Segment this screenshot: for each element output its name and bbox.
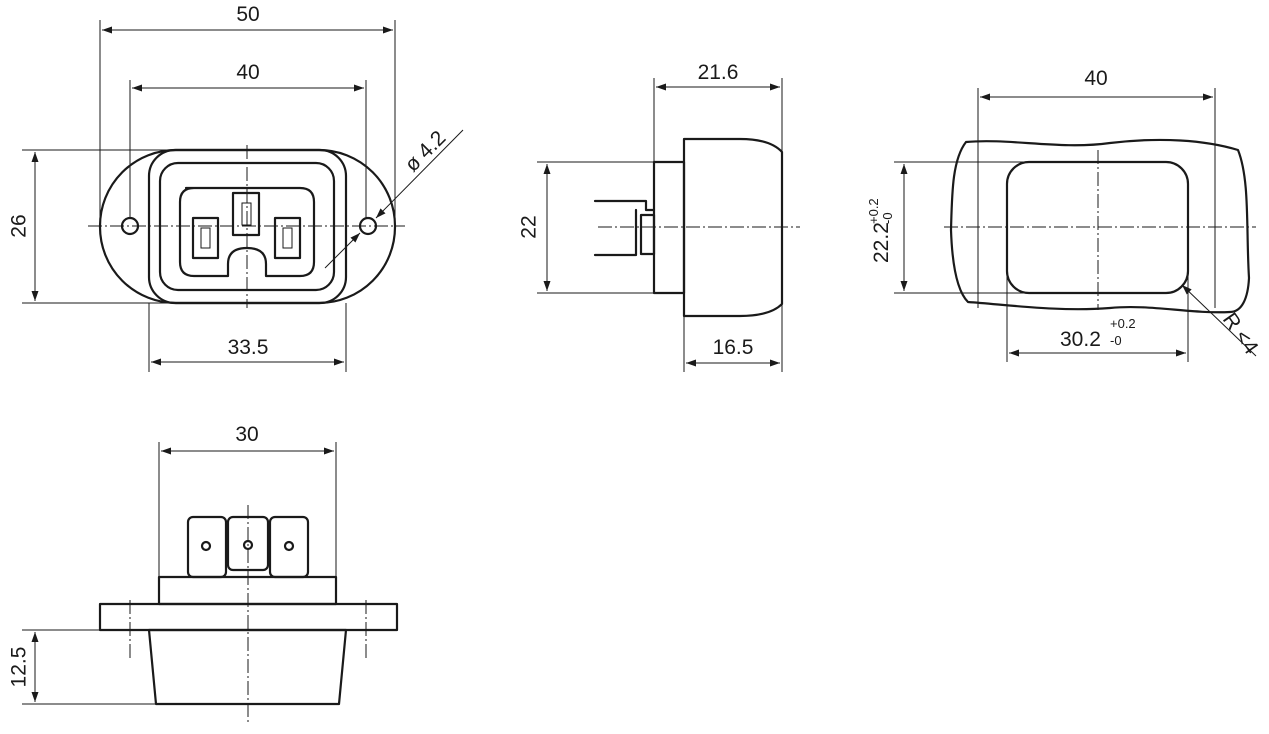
bottom-front-body — [147, 628, 348, 706]
label-cutout-width-tol-minus: -0 — [1110, 333, 1122, 348]
side-terminal-block — [639, 213, 656, 256]
cutout-view: 40 22.2 +0.2 -0 30.2 +0.2 -0 R <4 — [866, 67, 1263, 362]
contact-left-pin — [200, 227, 211, 249]
side-terminal-bottom — [593, 208, 638, 257]
label-cutout-height: 22.2 — [870, 222, 893, 263]
label-bottom-height: 12.5 — [8, 647, 31, 688]
bottom-view: 30 12.5 — [8, 423, 399, 725]
label-cutout-width: 30.2 — [1060, 328, 1101, 351]
radius-leader — [1181, 284, 1257, 357]
label-cutout-height-tol-plus: +0.2 — [866, 198, 881, 224]
panel-outline — [949, 138, 1251, 314]
terminal-left-hole — [200, 540, 212, 552]
label-cutout-height-tol-minus: -0 — [880, 212, 895, 224]
side-terminal-top — [593, 199, 656, 212]
contact-right-pin — [282, 227, 293, 249]
label-corner-radius: R <4 — [1218, 309, 1263, 359]
label-panel-width: 40 — [1084, 67, 1107, 90]
label-cutout-width-tol-plus: +0.2 — [1110, 316, 1136, 331]
label-body-width: 33.5 — [228, 336, 269, 359]
label-hole-spacing: 40 — [236, 61, 259, 84]
label-bottom-width: 30 — [235, 423, 258, 446]
socket-opening — [178, 186, 316, 278]
label-cutout-height-group: 22.2 +0.2 -0 — [866, 198, 895, 263]
label-depth-body: 16.5 — [713, 336, 754, 359]
terminal-right-hole — [283, 540, 295, 552]
label-hole-diameter: ø 4.2 — [400, 126, 450, 176]
contact-right — [273, 216, 302, 260]
label-side-height: 22 — [518, 215, 541, 238]
label-height: 26 — [8, 214, 31, 237]
diameter-leader-in — [324, 232, 361, 269]
contact-center — [231, 191, 261, 237]
front-view: 50 40 26 ø 4.2 33.5 — [8, 3, 464, 372]
contact-left — [191, 216, 220, 260]
label-depth-overall: 21.6 — [698, 61, 739, 84]
label-width-overall: 50 — [236, 3, 259, 26]
terminal-left — [186, 515, 228, 579]
diameter-leader-out — [375, 129, 464, 219]
terminal-right — [268, 515, 310, 579]
side-view: 21.6 22 16.5 — [518, 61, 800, 372]
